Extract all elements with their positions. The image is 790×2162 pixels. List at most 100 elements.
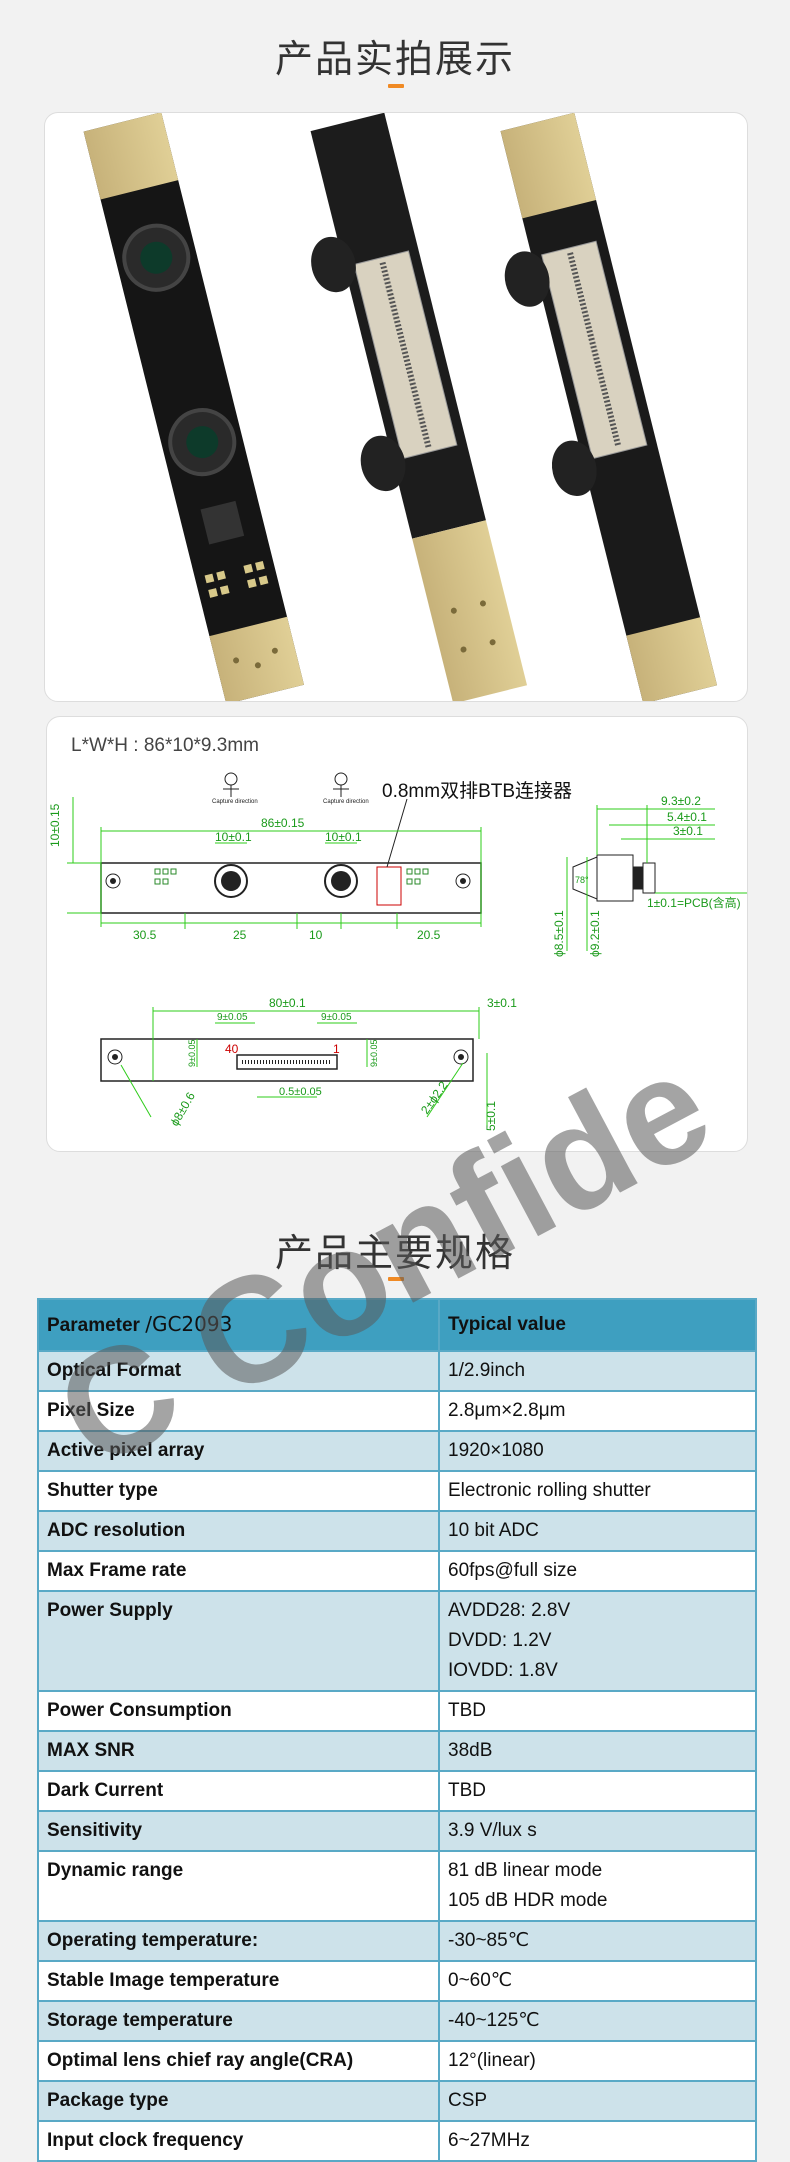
dim-hole-left: ϕ8±0.6: [167, 1089, 198, 1128]
value-cell: AVDD28: 2.8V DVDD: 1.2V IOVDD: 1.8V: [438, 1590, 757, 1692]
value-cell: 0~60℃: [438, 1960, 757, 2002]
table-row: Sensitivity 3.9 V/lux s: [37, 1810, 757, 1852]
param-cell: Pixel Size: [37, 1390, 440, 1432]
param-cell: ADC resolution: [37, 1510, 440, 1552]
value-line: 2.8μm×2.8μm: [448, 1400, 566, 1421]
param-cell: Active pixel array: [37, 1430, 440, 1472]
board-top-view: [100, 862, 482, 914]
value-line: -30~85℃: [448, 1930, 530, 1951]
dim-9-b: 9±0.05: [321, 1012, 352, 1023]
value-cell: CSP: [438, 2080, 757, 2122]
module-front-photo: [83, 112, 304, 705]
param-cell: Input clock frequency: [37, 2120, 440, 2162]
value-cell: 6~27MHz: [438, 2120, 757, 2162]
value-line: 38dB: [448, 1740, 493, 1761]
dim-9-3: 9.3±0.2: [661, 794, 701, 808]
param-cell: Package type: [37, 2080, 440, 2122]
value-line: 81 dB linear mode: [448, 1860, 603, 1881]
section-title-photos: 产品实拍展示: [274, 37, 515, 81]
value-cell: 12°(linear): [438, 2040, 757, 2082]
value-line: 3.9 V/lux s: [448, 1820, 537, 1841]
value-cell: Electronic rolling shutter: [438, 1470, 757, 1512]
dim-25: 25: [233, 928, 247, 942]
board-side-view: [572, 854, 656, 902]
param-cell: Storage temperature: [37, 2000, 440, 2042]
section-title-specs: 产品主要规格: [274, 1231, 515, 1275]
dim-5-4: 5.4±0.1: [667, 810, 707, 824]
dim-8-5: ϕ8.5±0.1: [552, 910, 566, 957]
value-line: 10 bit ADC: [448, 1520, 539, 1541]
title-accent-bar-2: [388, 1277, 404, 1281]
param-cell: Dynamic range: [37, 1850, 440, 1922]
dim-80: 80±0.1: [269, 996, 306, 1010]
connector-label: 0.8mm双排BTB连接器: [382, 780, 572, 802]
param-cell: Optical Format: [37, 1350, 440, 1392]
table-row: Dark Current TBD: [37, 1770, 757, 1812]
dimension-summary: L*W*H : 86*10*9.3mm: [71, 735, 259, 756]
dim-9-2: ϕ9.2±0.1: [588, 910, 602, 957]
value-cell: TBD: [438, 1690, 757, 1732]
value-cell: 2.8μm×2.8μm: [438, 1390, 757, 1432]
dim-angle: 78°: [575, 875, 589, 885]
param-cell: Sensitivity: [37, 1810, 440, 1852]
mechanical-drawing: Capture direction Capture direction 0.8m…: [48, 772, 747, 1131]
table-header-row: Parameter /GC2093 Typical value: [37, 1298, 757, 1352]
dim-3: 3±0.1: [673, 824, 703, 838]
value-cell: -40~125℃: [438, 2000, 757, 2042]
product-photos: [83, 112, 718, 705]
dim-hole-right: 2±ϕ2.2: [418, 1078, 451, 1116]
dim-10: 10: [309, 928, 323, 942]
value-cell: 81 dB linear mode 105 dB HDR mode: [438, 1850, 757, 1922]
table-row: Dynamic range 81 dB linear mode 105 dB HDR…: [37, 1850, 757, 1922]
dim-10-a: 10±0.1: [215, 830, 252, 844]
value-cell: -30~85℃: [438, 1920, 757, 1962]
table-row: Shutter type Electronic rolling shutter: [37, 1470, 757, 1512]
module-back-photo-2: [500, 112, 718, 704]
value-cell: 1920×1080: [438, 1430, 757, 1472]
dim-0-5: 0.5±0.05: [279, 1086, 322, 1098]
param-cell: Power Consumption: [37, 1690, 440, 1732]
param-cell: Stable Image temperature: [37, 1960, 440, 2002]
dim-10-b: 10±0.1: [325, 830, 362, 844]
param-cell: Shutter type: [37, 1470, 440, 1512]
module-back-photo-1: [310, 112, 528, 704]
value-line: IOVDD: 1.8V: [448, 1660, 558, 1681]
value-cell: 60fps@full size: [438, 1550, 757, 1592]
value-line: DVDD: 1.2V: [448, 1630, 552, 1651]
header-model: /GC2093: [145, 1312, 233, 1336]
table-row: Operating temperature:-30~85℃: [37, 1920, 757, 1962]
value-line: 105 dB HDR mode: [448, 1890, 608, 1911]
header-param-cell: Parameter /GC2093: [37, 1298, 440, 1352]
dim-9-a: 9±0.05: [217, 1012, 248, 1023]
value-line: Electronic rolling shutter: [448, 1480, 651, 1501]
table-row: Pixel Size 2.8μm×2.8μm: [37, 1390, 757, 1432]
param-cell: Dark Current: [37, 1770, 440, 1812]
board-bottom-view: [100, 1038, 474, 1082]
spec-table: Parameter /GC2093 Typical value Optical …: [37, 1298, 757, 2162]
value-line: TBD: [448, 1780, 486, 1801]
value-line: 12°(linear): [448, 2050, 536, 2071]
value-line: 60fps@full size: [448, 1560, 578, 1581]
value-line: 0~60℃: [448, 1970, 513, 1991]
dim-pcb: 1±0.1=PCB(含高): [647, 895, 741, 910]
pin-1: 1: [333, 1042, 340, 1056]
dim-5: 5±0.1: [484, 1101, 498, 1131]
dim-30-5: 30.5: [133, 928, 157, 942]
value-cell: 10 bit ADC: [438, 1510, 757, 1552]
title-accent-bar: [388, 84, 404, 88]
value-line: -40~125℃: [448, 2010, 540, 2031]
value-cell: 38dB: [438, 1730, 757, 1772]
dim-20-5: 20.5: [417, 928, 441, 942]
dim-86: 86±0.15: [261, 816, 305, 830]
dim-10-side: 10±0.15: [48, 803, 62, 847]
value-line: TBD: [448, 1700, 486, 1721]
value-cell: TBD: [438, 1770, 757, 1812]
capture-direction-left: Capture direction: [212, 799, 258, 805]
value-line: AVDD28: 2.8V: [448, 1600, 571, 1621]
capture-direction-right: Capture direction: [323, 799, 369, 805]
